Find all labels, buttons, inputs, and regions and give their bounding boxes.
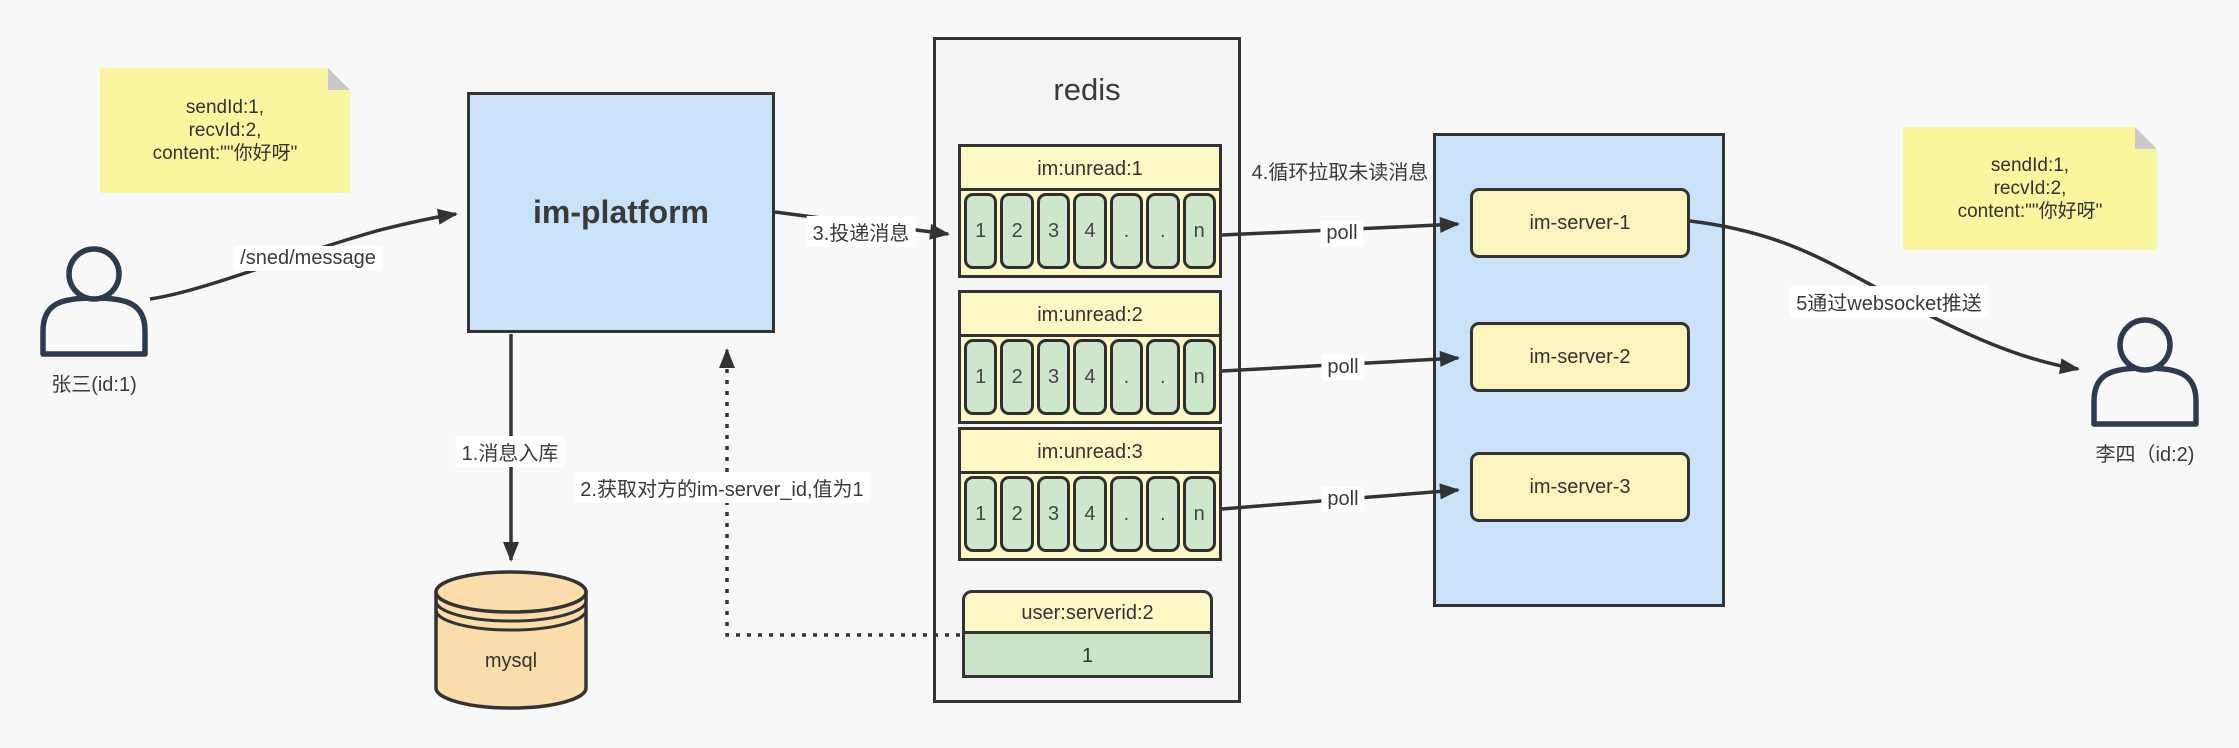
queue-cell: . [1146,193,1180,269]
redis-queue-unread-2: im:unread:2 1 2 3 4 . . n [958,290,1222,424]
step2-label: 2.获取对方的im-server_id,值为1 [574,472,870,503]
queue-cell: 2 [1000,193,1034,269]
im-server-2-box: im-server-2 [1470,322,1690,392]
queue-cell: n [1182,339,1216,415]
message-payload-note-left: sendId:1, recvId:2, content:""你好呀" [100,68,350,193]
redis-title: redis [1053,72,1121,107]
mysql-cylinder-icon [434,570,588,710]
im-server-1-box: im-server-1 [1470,188,1690,258]
step1-label: 1.消息入库 [455,436,565,467]
poll-label-1: poll [1320,221,1364,246]
note-line: content:""你好呀" [1957,201,2103,222]
queue-cell: 3 [1036,339,1071,415]
queue-cell: 2 [1000,339,1034,415]
redis-queue-unread-1: im:unread:1 1 2 3 4 . . n [958,144,1222,278]
queue-header: im:unread:1 [961,147,1219,191]
queue-cell: 4 [1073,339,1107,415]
queue-cell: n [1182,193,1216,269]
queue-cell: 3 [1036,193,1071,269]
queue-cell: 1 [964,339,998,415]
sender-actor-label: 张三(id:1) [51,374,137,396]
queue-cell: . [1109,476,1144,552]
note-line: content:""你好呀" [152,143,298,164]
message-payload-note-right: sendId:1, recvId:2, content:""你好呀" [1903,127,2157,250]
mysql-label: mysql [484,650,538,672]
arrow-send-message [149,208,458,301]
queue-cell: . [1109,193,1144,269]
queue-cell: . [1109,339,1144,415]
queue-cell: . [1146,476,1180,552]
queue-cell: n [1182,476,1216,552]
queue-header: im:unread:2 [961,293,1219,337]
redis-queue-unread-3: im:unread:3 1 2 3 4 . . n [958,427,1222,561]
redis-kv-value: 1 [962,631,1213,678]
note-line: recvId:2, [1993,178,2067,199]
poll-label-3: poll [1321,487,1365,512]
queue-cell: 1 [964,476,998,552]
im-platform-box: im-platform [467,92,775,333]
step3-label: 3.投递消息 [806,216,916,247]
step4-label: 4.循环拉取未读消息 [1251,162,1429,184]
queue-cells: 1 2 3 4 . . n [961,337,1219,417]
sender-person-icon [40,246,148,357]
note-line: sendId:1, [1990,155,2070,176]
send-api-label: /sned/message [234,246,382,271]
receiver-actor-label: 李四（id:2) [2095,444,2195,466]
queue-cell: 2 [1000,476,1034,552]
note-line: recvId:2, [188,120,262,141]
im-platform-label: im-platform [533,194,709,230]
note-line: sendId:1, [185,97,265,118]
receiver-person-icon [2091,317,2199,427]
queue-cell: 4 [1073,476,1107,552]
poll-label-2: poll [1321,355,1365,380]
arrow-get-server-id-dotted [719,348,960,637]
queue-cell: 3 [1036,476,1071,552]
queue-cell: 4 [1073,193,1107,269]
queue-header: im:unread:3 [961,430,1219,474]
queue-cells: 1 2 3 4 . . n [961,191,1219,271]
queue-cell: . [1146,339,1180,415]
redis-kv-header: user:serverid:2 [962,590,1213,634]
step5-label: 5通过websocket推送 [1790,286,1988,317]
queue-cell: 1 [964,193,998,269]
queue-cells: 1 2 3 4 . . n [961,474,1219,554]
im-server-3-box: im-server-3 [1470,452,1690,522]
